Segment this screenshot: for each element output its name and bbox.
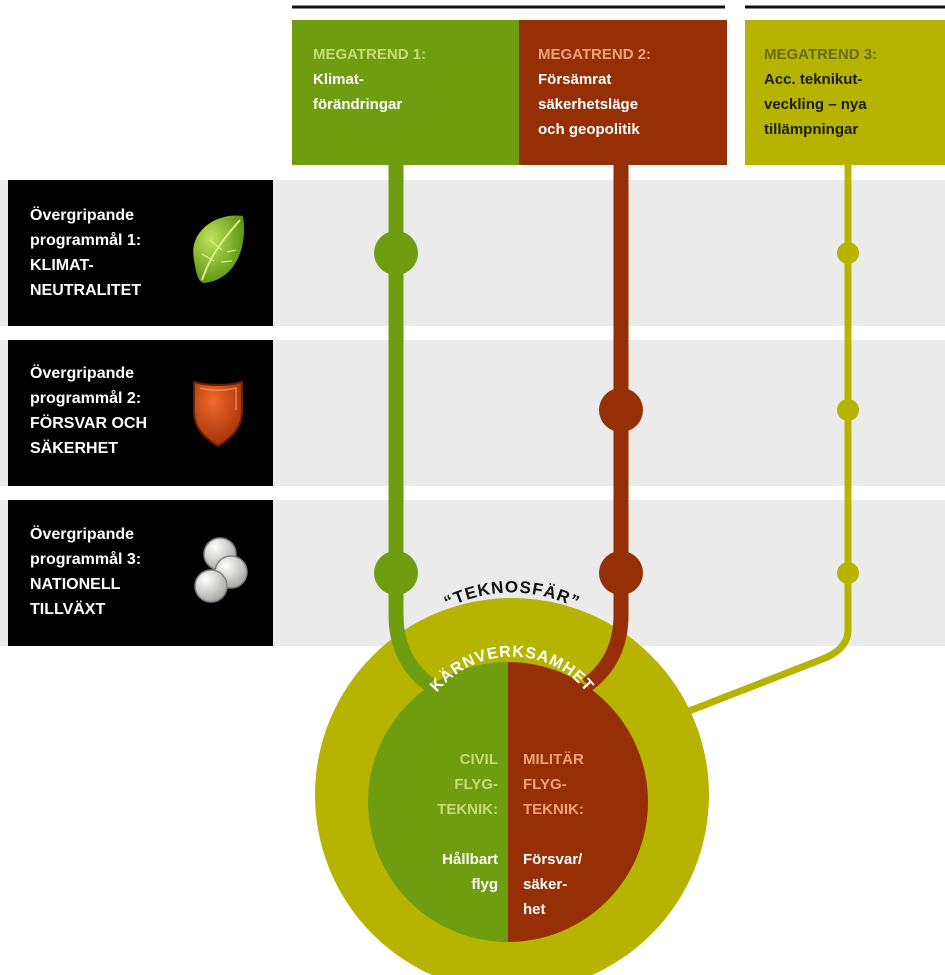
program-1-label: Övergripande programmål 1: KLIMAT- NEUTR…	[30, 203, 180, 303]
program-1-line4: NEUTRALITET	[30, 282, 142, 299]
megatrend-3-line	[682, 165, 852, 717]
program-3-label: Övergripande programmål 3: NATIONELL TIL…	[30, 522, 180, 622]
program-2-line3: FÖRSVAR OCH	[30, 415, 148, 432]
megatrend-2-line	[582, 165, 629, 692]
program-2-line1: Övergripande	[30, 365, 135, 382]
dot-mt3-program2	[837, 399, 859, 421]
dot-mt3-program1	[837, 242, 859, 264]
megatrend-3-text: MEGATREND 3: Acc. teknikut- veckling – n…	[764, 42, 944, 142]
program-1-line3: KLIMAT-	[30, 257, 94, 274]
dot-mt2-program2	[599, 388, 643, 432]
program-2-label: Övergripande programmål 2: FÖRSVAR OCH S…	[30, 361, 180, 461]
dot-mt3-program3	[837, 562, 859, 584]
megatrend-2-box	[519, 20, 727, 165]
megatrend-1-text: MEGATREND 1: Klimat- förändringar	[313, 42, 513, 117]
core-military-title: Försvar/ säker- het	[523, 851, 583, 918]
megatrend-1-kicker: MEGATREND 1:	[313, 46, 427, 63]
megatrend-2-title: Försämrat säkerhetsläge och geopolitik	[538, 71, 640, 138]
dot-mt2-program3	[599, 551, 643, 595]
program-3-line3: NATIONELL	[30, 576, 121, 593]
program-2-line4: SÄKERHET	[30, 440, 119, 457]
dot-mt1-program1	[374, 231, 418, 275]
core-military-text: MILITÄR FLYG- TEKNIK: Försvar/ säker- he…	[523, 722, 633, 947]
core-civil-text: CIVIL FLYG- TEKNIK: Hållbart flyg	[400, 722, 498, 922]
program-3-line2: programmål 3:	[30, 551, 142, 568]
coins-icon	[194, 537, 248, 603]
core-civil-kicker: CIVIL FLYG- TEKNIK:	[437, 751, 498, 818]
megatrend-2-kicker: MEGATREND 2:	[538, 46, 652, 63]
dot-mt1-program3	[374, 551, 418, 595]
core-civil-title: Hållbart flyg	[442, 851, 498, 893]
shield-icon	[193, 380, 243, 448]
megatrend-3-title: Acc. teknikut- veckling – nya tillämpnin…	[764, 71, 867, 138]
program-3-line1: Övergripande	[30, 526, 135, 543]
megatrend-1-title: Klimat- förändringar	[313, 71, 403, 113]
megatrend-3-box	[745, 20, 945, 165]
core-military-kicker: MILITÄR FLYG- TEKNIK:	[523, 751, 584, 818]
program-1-line2: programmål 1:	[30, 232, 142, 249]
program-1-line1: Övergripande	[30, 207, 135, 224]
leaf-icon	[193, 215, 245, 283]
program-2-line2: programmål 2:	[30, 390, 142, 407]
megatrend-2-text: MEGATREND 2: Försämrat säkerhetsläge och…	[538, 42, 723, 142]
megatrend-1-line	[388, 165, 435, 692]
program-3-line4: TILLVÄXT	[30, 601, 106, 618]
megatrend-3-kicker: MEGATREND 3:	[764, 46, 878, 63]
